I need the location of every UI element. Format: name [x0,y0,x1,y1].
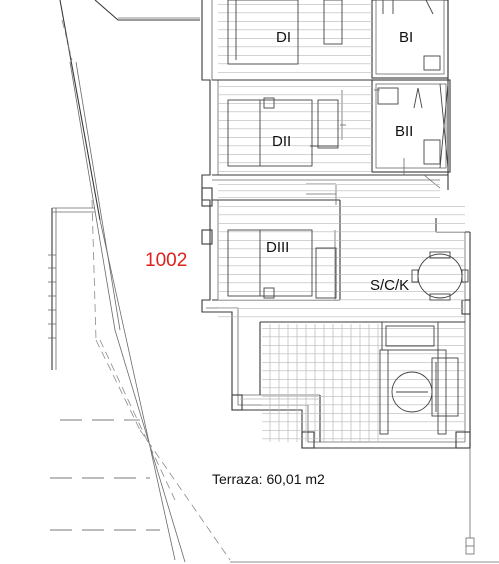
terrace-area-label: Terraza: 60,01 m2 [212,471,325,487]
room-label-bath-1: BI [399,29,413,46]
furniture [227,0,469,435]
room-label-bedroom-2: DII [272,133,291,150]
room-label-bedroom-3: DIII [266,239,289,256]
unit-number-label: 1002 [145,250,187,271]
floor-planking [218,3,465,442]
room-label-living: S/C/K [370,277,409,294]
exterior-detail-right [465,448,475,555]
site-boundary-lines [48,0,499,563]
room-label-bath-2: BII [395,123,413,140]
apartment-walls [201,0,471,449]
room-label-bedroom-1: DI [276,29,291,46]
